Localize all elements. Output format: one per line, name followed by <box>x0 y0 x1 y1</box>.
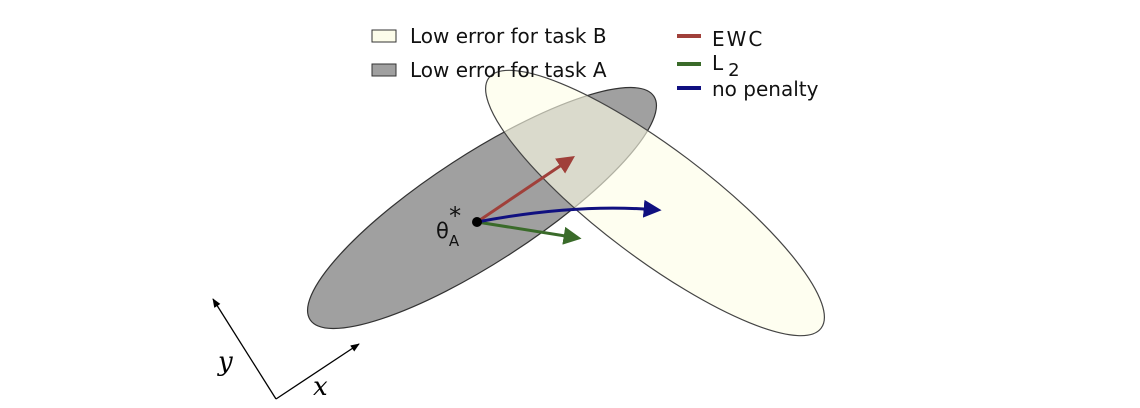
legend-swatch-task-b <box>371 29 397 43</box>
theta-a-star-label: θA* <box>436 202 461 250</box>
l2-arrow <box>476 220 582 245</box>
theta-a-star-point <box>472 217 482 227</box>
y-axis-arrow <box>212 298 277 400</box>
legend-label-ewc: EWC <box>712 27 764 51</box>
x-axis-arrow <box>275 343 360 400</box>
ewc-arrow <box>476 155 575 224</box>
x-axis-label: x <box>313 372 328 402</box>
y-axis-label: y <box>217 347 233 377</box>
legend-swatch-task-a <box>371 63 397 77</box>
legend-label-no-penalty: no penalty <box>712 77 819 101</box>
legend-label-task-b: Low error for task B <box>410 24 607 48</box>
legend-label-task-a: Low error for task A <box>410 58 607 82</box>
no-penalty-arrow <box>476 199 662 224</box>
